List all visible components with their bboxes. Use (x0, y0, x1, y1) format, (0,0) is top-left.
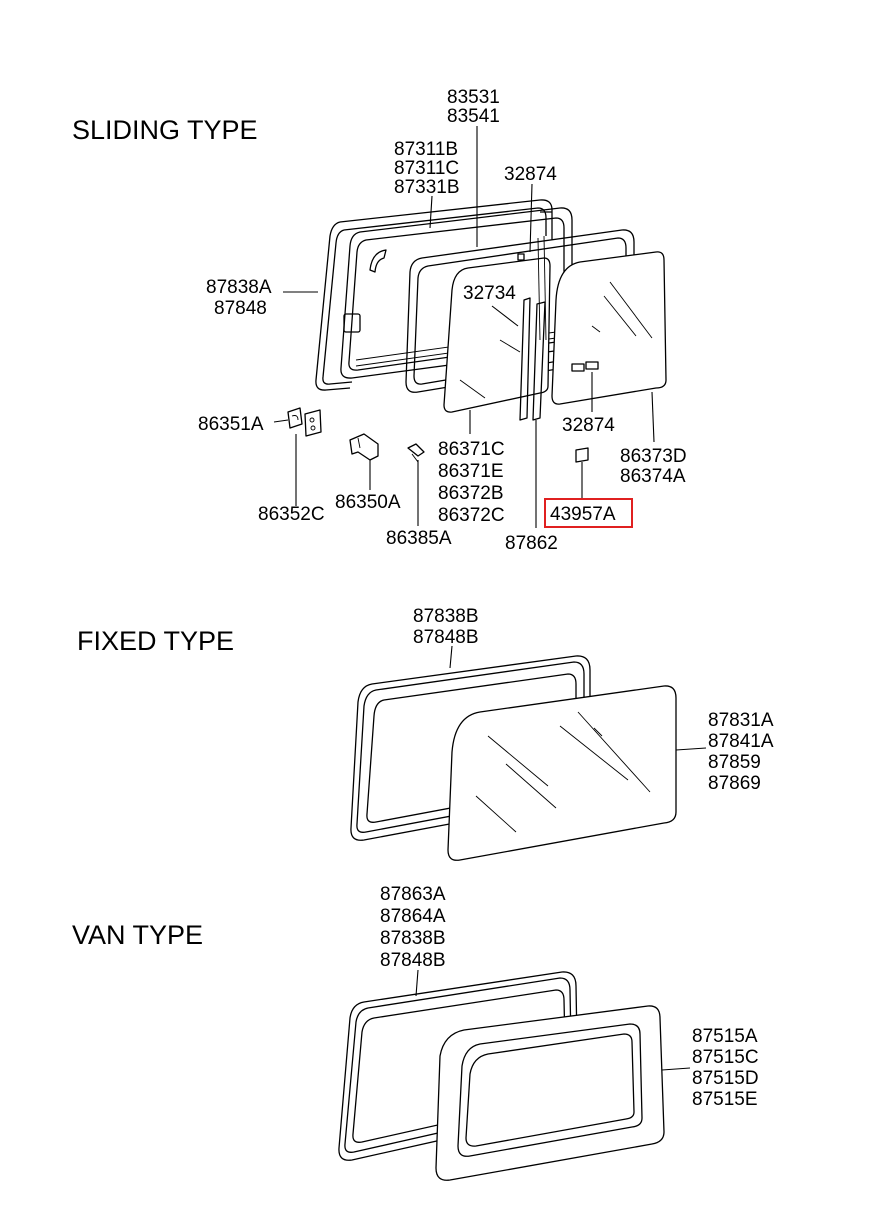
fixed-glass-reflection-1 (609, 281, 653, 339)
center-divider-bar-2 (532, 301, 546, 421)
fixed-glass-line-5 (577, 711, 651, 793)
label-87515C: 87515C (692, 1047, 759, 1068)
label-86385A: 86385A (386, 528, 452, 549)
label-87831A: 87831A (708, 710, 774, 731)
label-32874-low: 32874 (562, 415, 615, 436)
fixed-glass-line-2 (505, 763, 557, 809)
fixed-glass-reflection-3 (591, 325, 601, 333)
section-title-fixed: FIXED TYPE (77, 626, 234, 656)
fixed-glass (447, 685, 677, 861)
label-86371E: 86371E (438, 461, 504, 482)
vertical-rail-1 (537, 237, 541, 341)
latch-plate-86352C (304, 409, 322, 437)
fixed-glass-right (551, 251, 667, 405)
label-43957A[interactable]: 43957A (550, 504, 616, 525)
frame-latch-bracket (343, 313, 361, 333)
label-87862: 87862 (505, 533, 558, 554)
latch-bracket-86351A (287, 407, 303, 429)
leader-lines-fixed (449, 645, 707, 751)
fixed-glass-line-6 (593, 727, 603, 737)
label-86373D: 86373D (620, 446, 687, 467)
screw-86385A (407, 443, 425, 457)
guide-block-2 (585, 361, 599, 370)
outer-weatherstrip (315, 199, 553, 391)
labels-van: 87863A 87864A 87838B 87848B 87515A 87515… (380, 884, 759, 1110)
fixed-glass-line-4 (559, 725, 629, 781)
label-87311C: 87311C (394, 158, 459, 179)
section-title-sliding: SLIDING TYPE (72, 115, 258, 145)
van-glass-inner-frame (457, 1023, 643, 1157)
van-glass-window (465, 1033, 635, 1147)
leader-lines-sliding (273, 126, 655, 528)
stopper-top (517, 253, 525, 261)
van-window-assembly (338, 971, 665, 1181)
guide-block-1 (571, 363, 585, 372)
van-glass-panel (435, 1005, 665, 1181)
label-83531: 83531 (447, 87, 500, 108)
fixed-glass-line-3 (475, 795, 517, 833)
clip-43957A (575, 447, 589, 463)
label-86351A: 86351A (198, 414, 264, 435)
label-86350A: 86350A (335, 492, 401, 513)
label-87869: 87869 (708, 773, 761, 794)
label-86374A: 86374A (620, 466, 686, 487)
label-86371C: 86371C (438, 439, 505, 460)
label-87838B-fixed: 87838B (413, 606, 479, 627)
label-86372C: 86372C (438, 505, 505, 526)
sliding-glass-left (443, 257, 551, 413)
label-87859: 87859 (708, 752, 761, 773)
label-83541: 83541 (447, 106, 500, 127)
fixed-window-assembly (350, 655, 677, 861)
label-87848B-fixed: 87848B (413, 627, 479, 648)
label-87863A: 87863A (380, 884, 446, 905)
sliding-window-assembly (315, 199, 667, 421)
glass-reflection-1 (459, 379, 486, 399)
label-87838A: 87838A (206, 277, 272, 298)
leader-lines-van (415, 969, 691, 1071)
latch-clip-86350A (349, 433, 379, 461)
label-32734: 32734 (463, 283, 516, 304)
label-32874-top: 32874 (504, 164, 557, 185)
label-87515E: 87515E (692, 1089, 758, 1110)
highlight-box-43957A (544, 498, 633, 528)
label-87841A: 87841A (708, 731, 774, 752)
frame-corner-detail (369, 249, 387, 273)
label-87515D: 87515D (692, 1068, 759, 1089)
vertical-rail-2 (543, 235, 547, 341)
labels-fixed: 87838B 87848B 87831A 87841A 87859 87869 (413, 606, 774, 794)
fixed-glass-reflection-2 (603, 295, 637, 337)
section-title-van: VAN TYPE (72, 920, 203, 950)
label-87331B: 87331B (394, 177, 460, 198)
label-87838B-van: 87838B (380, 928, 446, 949)
label-86372B: 86372B (438, 483, 504, 504)
label-87311B: 87311B (394, 139, 458, 160)
latch-hardware (287, 407, 589, 463)
label-86352C: 86352C (258, 504, 325, 525)
center-divider-bar-1 (519, 297, 531, 421)
glass-reflection-2 (499, 339, 521, 353)
label-87515A: 87515A (692, 1026, 758, 1047)
label-87848B-van: 87848B (380, 950, 446, 971)
label-87864A: 87864A (380, 906, 446, 927)
fixed-glass-line-1 (487, 735, 549, 787)
label-87848: 87848 (214, 298, 267, 319)
labels-sliding: 83531 83541 87311B 87311C 87331B 32874 8… (198, 87, 687, 554)
